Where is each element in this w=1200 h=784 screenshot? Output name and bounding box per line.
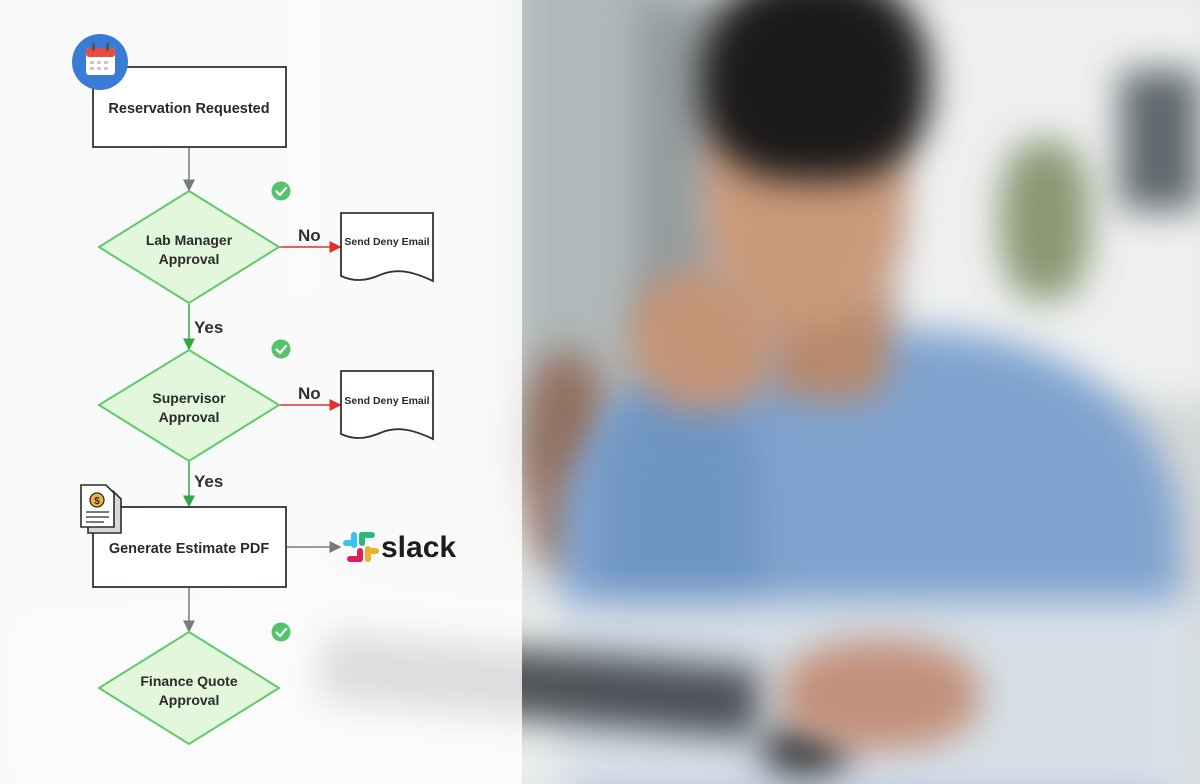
check-circle-icon: [271, 622, 291, 642]
node-finance-label-1: Finance Quote: [140, 673, 237, 689]
node-finance-quote-approval[interactable]: Finance Quote Approval: [97, 630, 281, 746]
svg-text:$: $: [94, 496, 100, 507]
invoice-document-icon: $: [80, 484, 122, 534]
edge-label-yes-1: Yes: [194, 318, 223, 337]
edge-label-yes-2: Yes: [194, 472, 223, 491]
node-finance-label-2: Approval: [159, 692, 220, 708]
check-circle-icon: [271, 339, 291, 359]
slack-hash-icon: [343, 532, 379, 562]
node-deny-email-label-1: Send Deny Email: [344, 236, 429, 248]
node-supervisor-label-1: Supervisor: [152, 390, 226, 406]
node-reservation-requested[interactable]: Reservation Requested: [92, 66, 287, 148]
edge-label-no-2: No: [298, 384, 321, 403]
approval-flowchart: No No Yes Yes Reservation Requested Lab …: [72, 34, 456, 746]
node-lab-manager-label-2: Approval: [159, 251, 220, 267]
node-generate-estimate-pdf[interactable]: Generate Estimate PDF: [92, 506, 287, 588]
node-estimate-label: Generate Estimate PDF: [109, 541, 270, 557]
check-circle-icon: [271, 181, 291, 201]
node-lab-manager-approval[interactable]: Lab Manager Approval: [97, 189, 281, 305]
slack-logo: slack: [343, 531, 456, 564]
edge-label-no-1: No: [298, 226, 321, 245]
node-lab-manager-label-1: Lab Manager: [146, 232, 233, 248]
slack-wordmark: slack: [381, 531, 456, 564]
node-send-deny-email-1[interactable]: Send Deny Email: [340, 212, 434, 283]
node-deny-email-label-2: Send Deny Email: [344, 395, 429, 407]
calendar-icon: [72, 34, 128, 90]
node-supervisor-approval[interactable]: Supervisor Approval: [97, 348, 281, 463]
node-supervisor-label-2: Approval: [159, 409, 220, 425]
node-send-deny-email-2[interactable]: Send Deny Email: [340, 370, 434, 441]
node-reservation-label: Reservation Requested: [108, 101, 269, 117]
